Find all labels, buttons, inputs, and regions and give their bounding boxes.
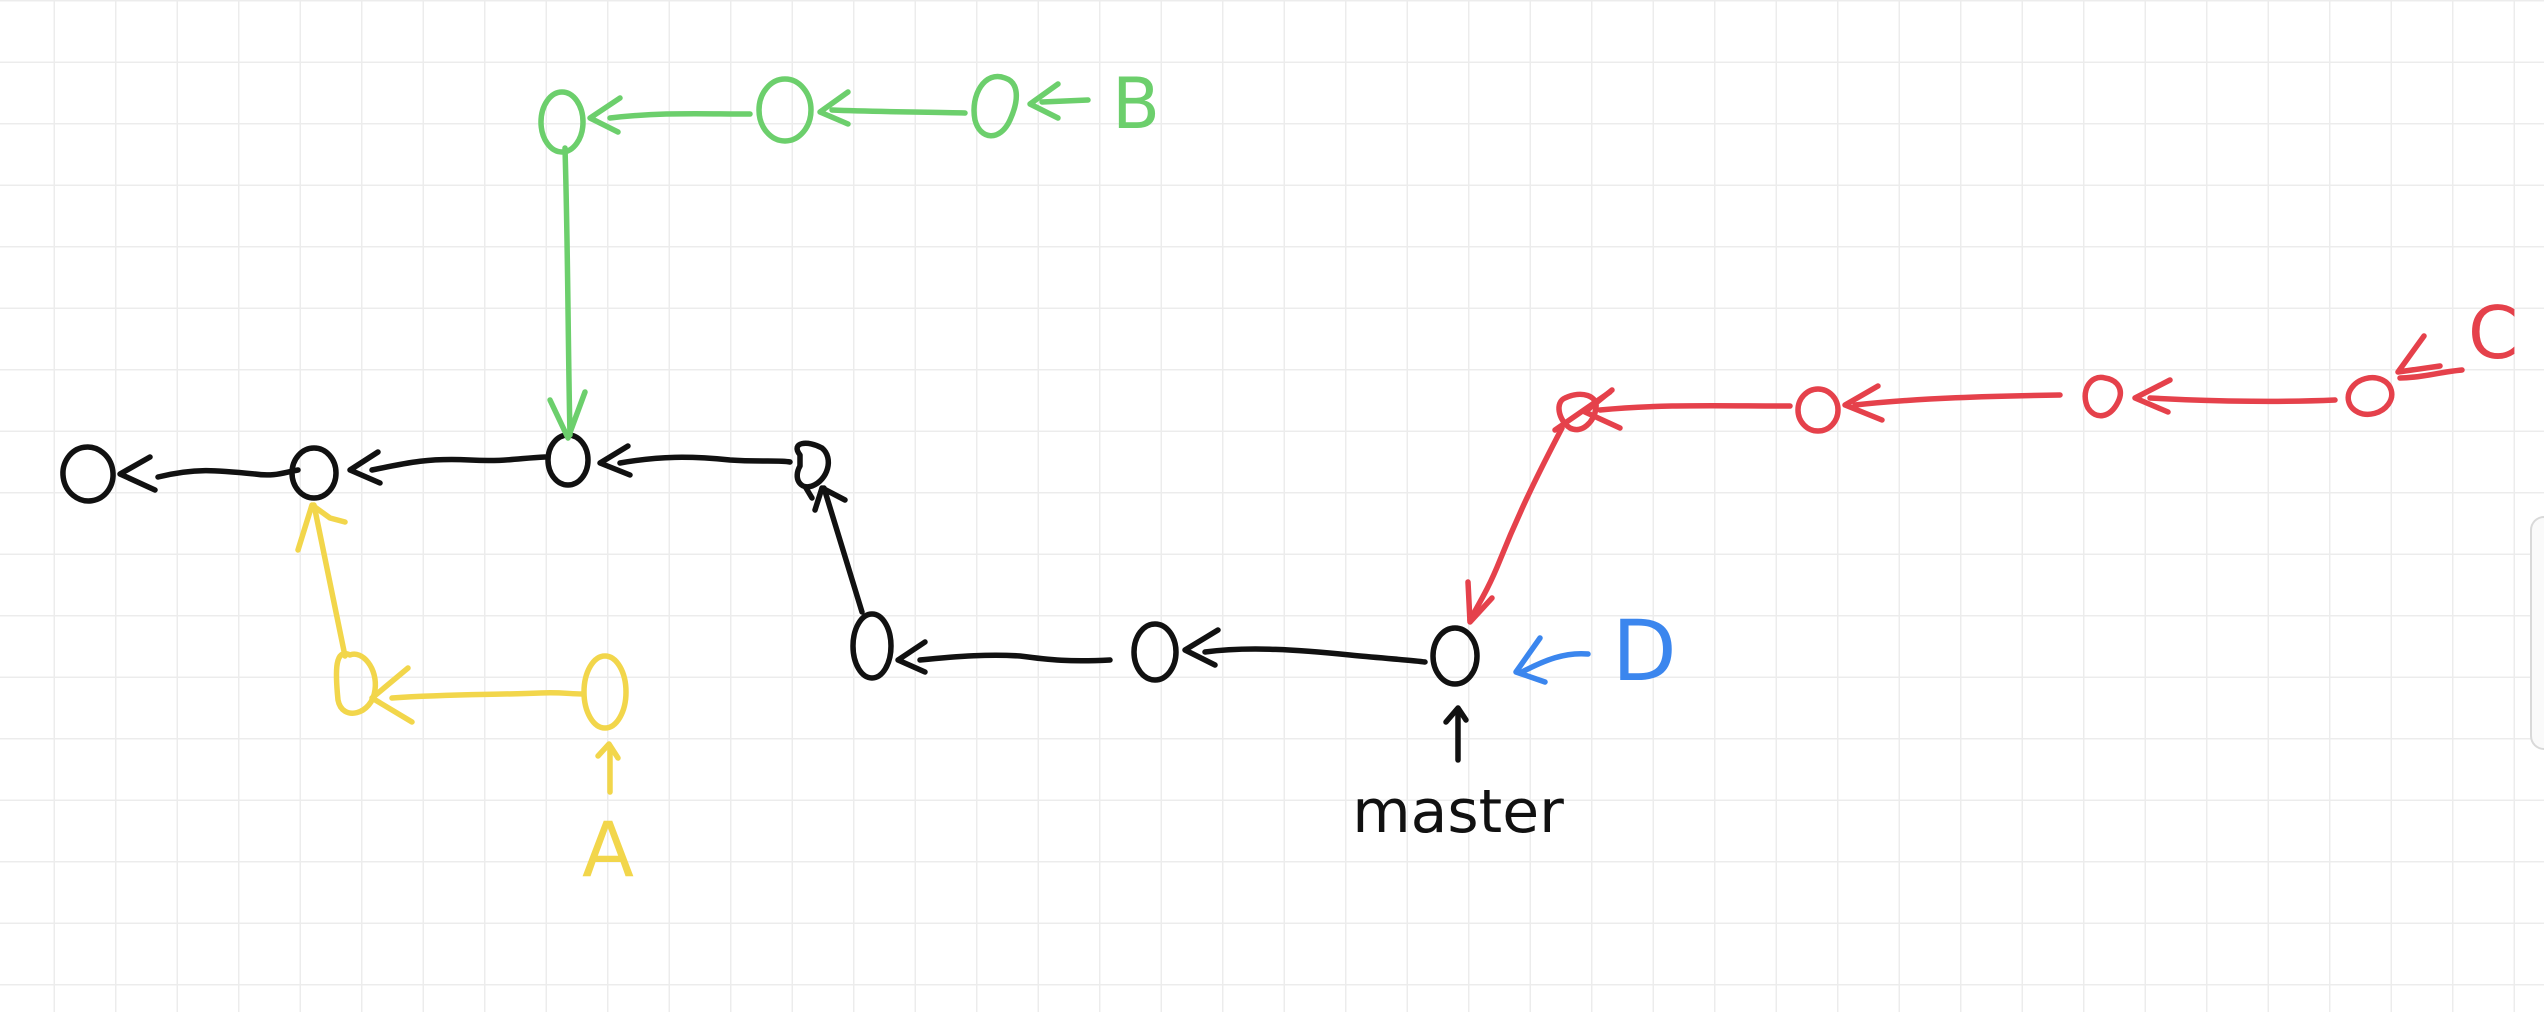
parent-arrow (821, 485, 865, 615)
commit-node (794, 440, 832, 490)
branch-a: A (295, 502, 634, 894)
arrowhead (1582, 387, 1623, 431)
commit-node (1131, 621, 1179, 683)
arrowhead (117, 454, 158, 493)
arrowhead (1443, 705, 1469, 725)
commit-node (60, 444, 116, 504)
arrowhead (1182, 627, 1221, 668)
pointer-arrow (1039, 97, 1091, 105)
branch-b-label: B (1112, 63, 1160, 145)
arrowhead (595, 741, 621, 761)
parent-arrow (1467, 425, 1565, 623)
parent-arrow (1202, 646, 1428, 665)
parent-arrow (617, 454, 793, 466)
pointer-arrow (1519, 650, 1591, 675)
arrowhead (1513, 635, 1548, 685)
parent-arrow (1597, 402, 1793, 413)
commit-node (850, 611, 894, 681)
branch-a-label: A (582, 805, 634, 894)
commit-node (2345, 374, 2395, 418)
pointer-d: D (1513, 602, 1677, 700)
arrowhead (2395, 333, 2443, 375)
parent-arrow (311, 502, 348, 659)
arrowhead (369, 665, 415, 725)
arrowhead (587, 95, 623, 135)
parent-arrow (562, 145, 573, 438)
commit-node (1430, 625, 1480, 687)
parent-arrow (607, 110, 753, 121)
arrowhead (597, 443, 633, 478)
arrowhead (547, 389, 588, 441)
branch-c-label: C (2468, 291, 2518, 375)
parent-arrow (1852, 392, 2063, 408)
commit-node (545, 432, 591, 488)
parent-arrow (389, 689, 585, 701)
commit-node (756, 76, 814, 144)
commit-node (971, 73, 1019, 139)
parent-arrow (369, 454, 548, 473)
arrowhead (295, 502, 348, 553)
commit-node (2082, 374, 2124, 419)
arrowhead (817, 89, 851, 127)
branch-d-label: D (1612, 602, 1677, 700)
arrowhead (2132, 377, 2173, 415)
commit-node (538, 89, 586, 155)
branch-c: C (1465, 291, 2518, 625)
parent-arrow (829, 107, 968, 116)
side-scroll-handle[interactable] (2530, 516, 2544, 750)
branch-b: B (538, 63, 1160, 441)
parent-arrow (2147, 395, 2338, 405)
main-line (60, 432, 832, 504)
arrowhead (1027, 81, 1061, 121)
arrowhead (812, 485, 848, 513)
commit-node (1556, 391, 1599, 433)
arrowhead (1465, 579, 1495, 625)
commit-node (581, 653, 629, 731)
parent-arrow (155, 467, 301, 480)
arrowhead (347, 449, 383, 486)
parent-arrow (917, 652, 1113, 664)
commit-node (289, 445, 339, 501)
pointer-arrow (2397, 367, 2465, 381)
crossing-tail (803, 485, 815, 501)
lower-line (812, 485, 1480, 763)
master-label: master (1352, 777, 1564, 847)
arrowhead (1842, 383, 1885, 423)
commit-node (333, 651, 379, 716)
arrowhead (895, 639, 928, 675)
commit-node (1795, 386, 1841, 434)
